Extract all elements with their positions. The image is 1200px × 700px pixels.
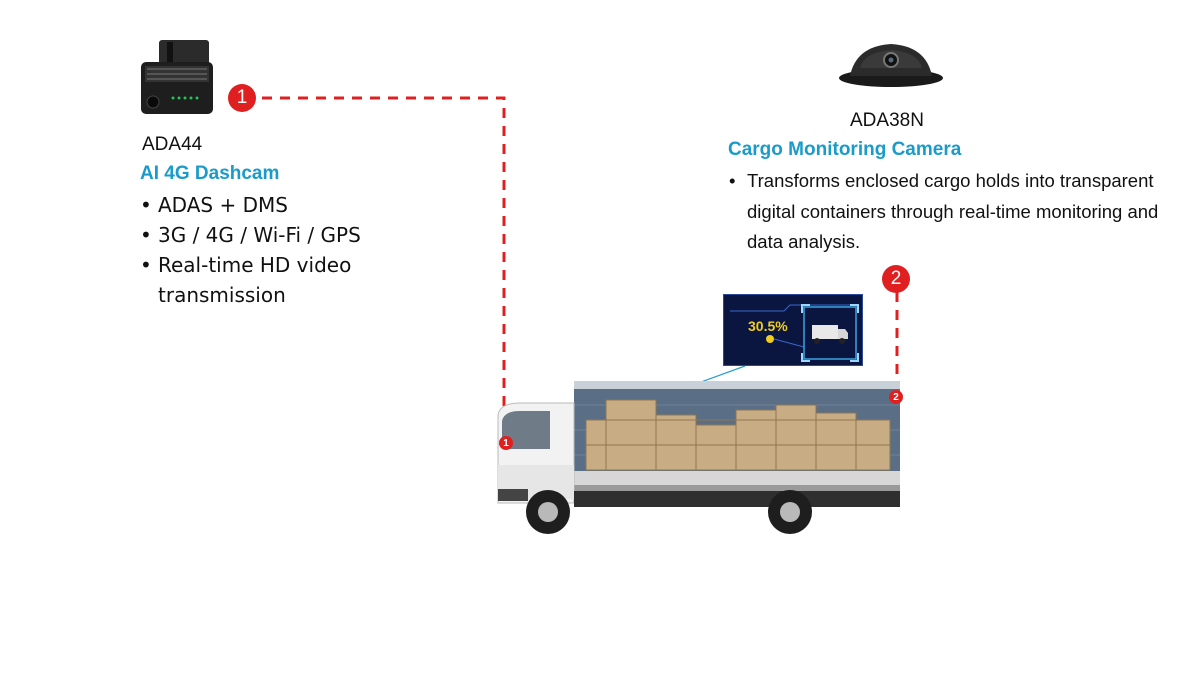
ada44-model-label: ADA44 [142, 134, 203, 155]
ada44-feature: 3G / 4G / Wi-Fi / GPS [138, 220, 388, 250]
load-percentage: 30.5% [748, 318, 788, 334]
truck-illustration [497, 381, 900, 534]
dashcam-device-image [141, 40, 213, 114]
ada44-feature: ADAS + DMS [138, 190, 388, 220]
ada38n-title: Cargo Monitoring Camera [728, 139, 962, 160]
ada38n-feature: Transforms enclosed cargo holds into tra… [727, 166, 1172, 258]
marker-1-badge: 1 [228, 84, 256, 112]
ada44-feature: Real-time HD video transmission [138, 250, 388, 310]
cargo-monitor-screen: 30.5% [723, 294, 863, 366]
truck-marker-2: 2 [889, 390, 903, 404]
marker-2-badge: 2 [882, 265, 910, 293]
ada44-feature-list: ADAS + DMS 3G / 4G / Wi-Fi / GPS Real-ti… [138, 190, 388, 310]
ada38n-model-label: ADA38N [850, 110, 924, 131]
ada44-title: AI 4G Dashcam [140, 163, 280, 184]
screen-decor [730, 304, 859, 362]
cargo-camera-device-image [839, 44, 943, 87]
ada38n-feature-list: Transforms enclosed cargo holds into tra… [727, 166, 1172, 258]
connector-1 [262, 96, 506, 430]
truck-icon [812, 325, 848, 344]
truck-marker-1: 1 [499, 436, 513, 450]
